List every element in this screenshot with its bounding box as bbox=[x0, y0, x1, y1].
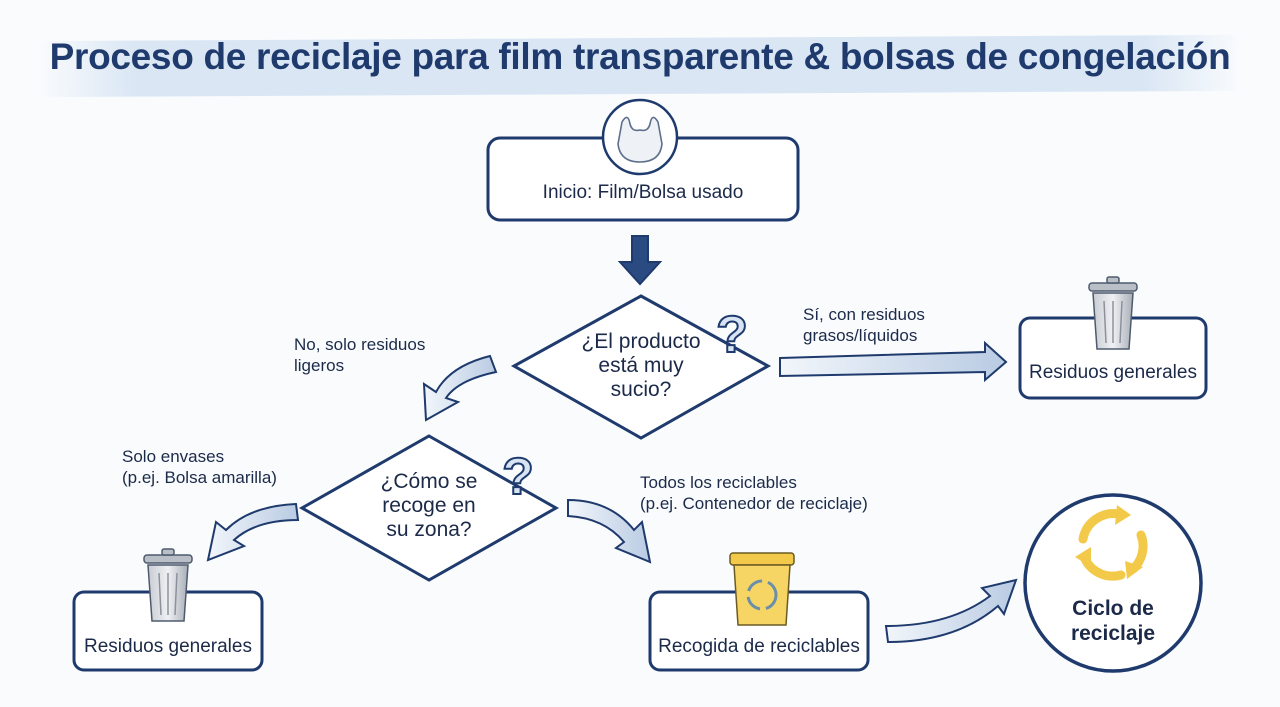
decision2-line2: recoge en bbox=[382, 494, 476, 518]
general-waste-top-label: Residuos generales bbox=[1029, 362, 1197, 383]
start-node-label: Inicio: Film/Bolsa usado bbox=[542, 182, 744, 203]
svg-text:?: ? bbox=[716, 306, 748, 364]
yes-edge-line1: Sí, con residuos bbox=[803, 305, 925, 324]
decision1-diamond bbox=[510, 294, 772, 440]
decision1-label: ¿El producto está muy sucio? bbox=[541, 330, 741, 402]
all-recyclables-line2: (p.ej. Contenedor de reciclaje) bbox=[640, 494, 868, 514]
recycling-cycle-circle bbox=[1023, 493, 1203, 673]
page-title: Proceso de reciclaje para film transpare… bbox=[49, 36, 1231, 77]
no-edge-line2: ligeros bbox=[294, 356, 345, 376]
question-mark-icon: ? bbox=[715, 305, 749, 365]
decision2-diamond bbox=[298, 434, 560, 582]
decision2-line3: su zona? bbox=[386, 518, 472, 542]
decision2-label: ¿Cómo se recoge en su zona? bbox=[329, 470, 529, 542]
plastic-bag-icon bbox=[601, 98, 679, 176]
recycle-arrows-icon bbox=[1075, 505, 1148, 581]
decision1-line2: está muy bbox=[598, 354, 684, 378]
all-recyclables-arrow bbox=[567, 498, 652, 564]
decision1-line3: sucio? bbox=[610, 378, 672, 402]
svg-text:?: ? bbox=[502, 448, 534, 506]
all-recyclables-label: Todos los reciclables (p.ej. Contenedor … bbox=[640, 472, 868, 515]
cycle-line1: Ciclo de bbox=[1072, 597, 1154, 620]
no-arrow bbox=[422, 354, 498, 422]
only-packaging-line2: (p.ej. Bolsa amarilla) bbox=[122, 468, 277, 488]
no-edge-label: No, solo residuos ligeros bbox=[294, 334, 425, 377]
question-mark-icon: ? bbox=[501, 447, 535, 507]
all-recyclables-line1: Todos los reciclables bbox=[640, 473, 797, 492]
decision1-line1: ¿El producto bbox=[581, 330, 701, 353]
decision2-line1: ¿Cómo se bbox=[380, 470, 478, 493]
yes-edge-label: Sí, con residuos grasos/líquidos bbox=[803, 304, 925, 347]
general-waste-bottom-label: Residuos generales bbox=[84, 636, 252, 657]
yes-arrow bbox=[779, 340, 1008, 383]
only-packaging-arrow bbox=[206, 502, 300, 562]
only-packaging-line1: Solo envases bbox=[122, 447, 225, 466]
recycling-collection-label: Recogida de reciclables bbox=[658, 636, 860, 657]
yes-edge-line2: grasos/líquidos bbox=[803, 326, 918, 346]
cycle-label: Ciclo de reciclaje bbox=[1033, 596, 1193, 646]
no-edge-line1: No, solo residuos bbox=[294, 335, 426, 354]
start-down-arrow bbox=[617, 235, 663, 286]
only-packaging-label: Solo envases (p.ej. Bolsa amarilla) bbox=[122, 446, 277, 489]
recycling-bin-icon bbox=[729, 552, 795, 626]
cycle-line2: reciclaje bbox=[1070, 622, 1156, 646]
trash-bin-icon bbox=[1088, 276, 1138, 350]
trash-bin-icon bbox=[143, 548, 193, 622]
to-cycle-arrow bbox=[884, 578, 1018, 644]
